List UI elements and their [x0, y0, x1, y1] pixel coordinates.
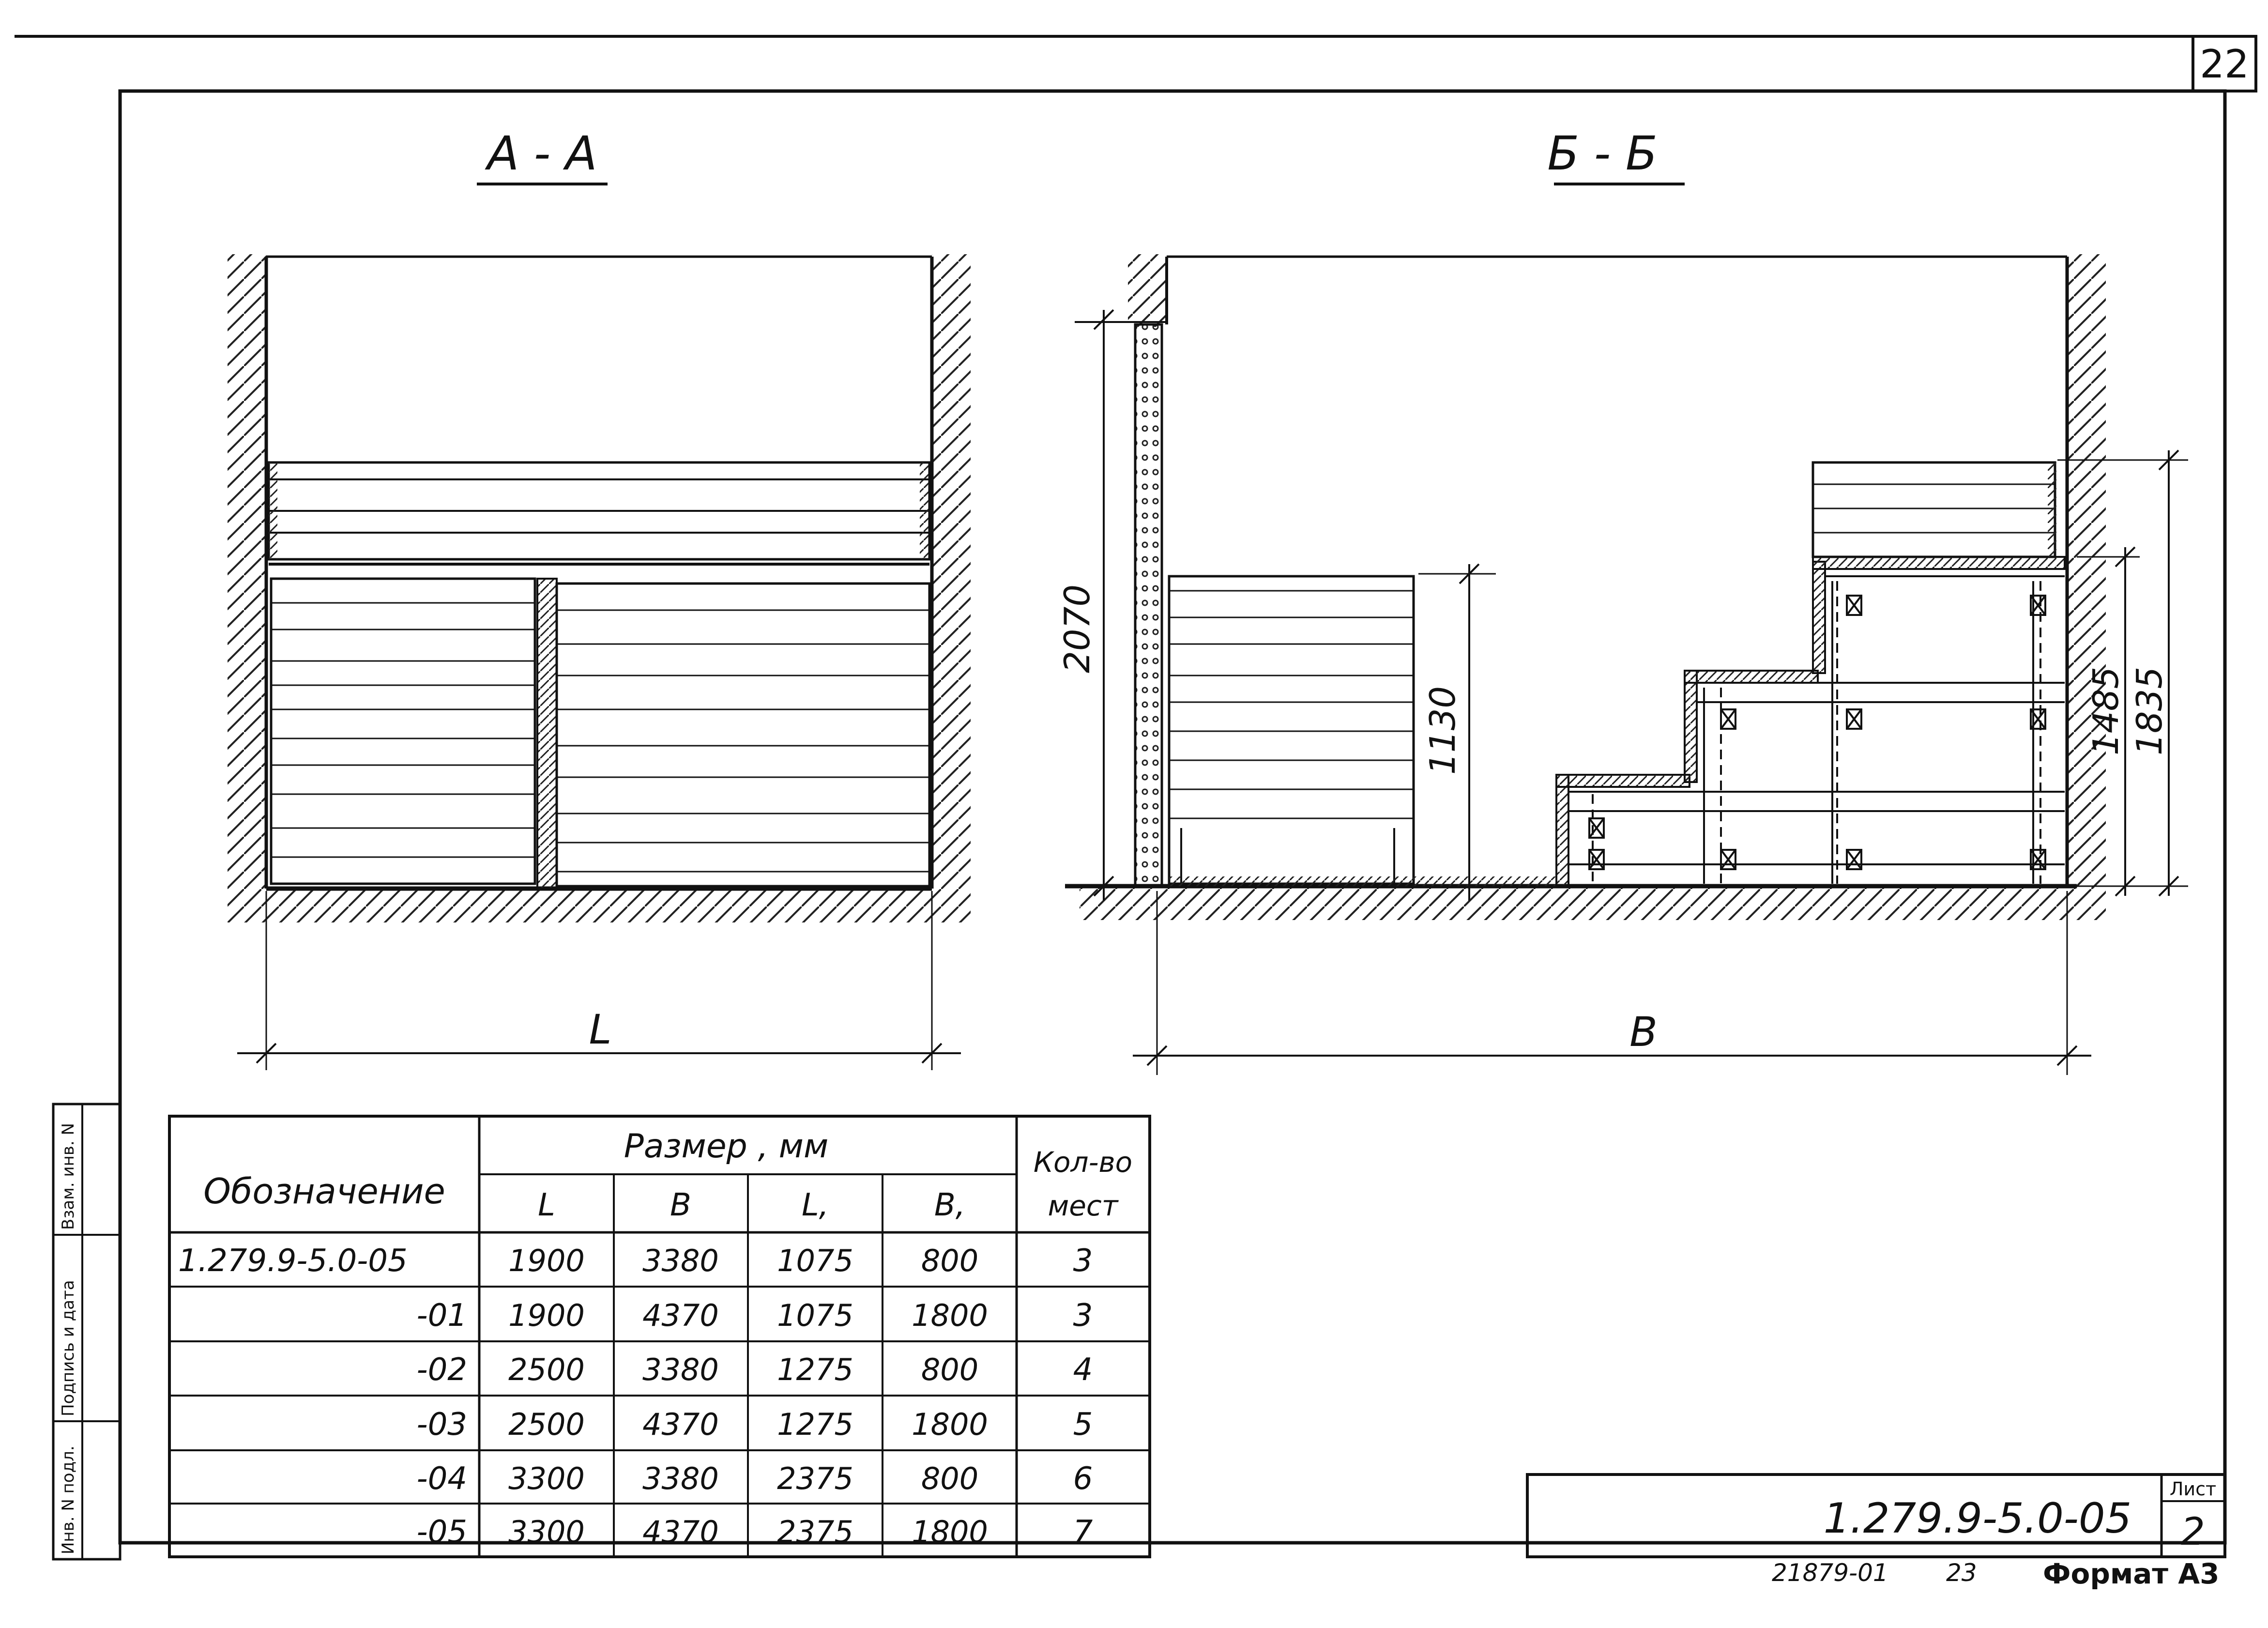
table-cell-B: 3380: [642, 1243, 719, 1278]
stamp-inv-podl: Инв. N подл.: [59, 1445, 78, 1554]
table-cell-qty: 7: [1073, 1514, 1093, 1550]
table-cell-L: 1900: [508, 1298, 585, 1333]
table-row-designation: 1.279.9-5.0-05: [178, 1243, 408, 1279]
table-header-size-group: Размер , мм: [624, 1127, 829, 1166]
table-cell-L: 2500: [508, 1352, 585, 1387]
dim-label-1130: 1130: [1422, 686, 1463, 775]
table-header-B1: B,: [934, 1187, 965, 1223]
table-cell-L1: 1275: [777, 1352, 853, 1387]
table-cell-L: 3300: [508, 1461, 585, 1496]
view-a-a: [228, 254, 971, 1070]
table-cell-B: 4370: [642, 1298, 719, 1333]
table-cell-L1: 1075: [777, 1298, 853, 1333]
view-a-a-title: А - А: [484, 126, 597, 181]
table-row-designation: -03: [416, 1407, 467, 1443]
table-cell-L1: 1275: [777, 1407, 853, 1442]
dim-label-B: B: [1629, 1008, 1658, 1056]
table-cell-B: 4370: [642, 1514, 719, 1550]
sheet-number-top: 22: [2200, 42, 2249, 87]
sheet-frame: [15, 35, 2257, 1545]
table-header-qty-line1: Кол-во: [1034, 1146, 1132, 1179]
table-cell-B: 4370: [642, 1407, 719, 1442]
table-cell-qty: 3: [1073, 1243, 1093, 1279]
table-cell-qty: 3: [1073, 1298, 1093, 1334]
table-header-designation: Обозначение: [203, 1171, 445, 1212]
table-cell-B1: 800: [921, 1243, 978, 1278]
table-cell-B1: 1800: [912, 1407, 988, 1442]
table-cell-qty: 4: [1073, 1352, 1093, 1388]
table-header-L1: L,: [802, 1187, 829, 1223]
table-cell-L1: 2375: [777, 1514, 853, 1550]
side-stamp: [52, 1103, 122, 1561]
view-b-b-title: Б - Б: [1547, 126, 1657, 181]
table-row-designation: -05: [416, 1514, 467, 1550]
view-b-b: [1065, 254, 2188, 1075]
table-cell-B1: 800: [921, 1461, 978, 1496]
title-block-sheet-value: 2: [2181, 1510, 2205, 1554]
table-row-designation: -01: [416, 1298, 467, 1334]
table-cell-B1: 1800: [912, 1514, 988, 1550]
table-cell-qty: 6: [1073, 1461, 1093, 1497]
table-cell-L: 3300: [508, 1514, 585, 1550]
table-header-qty-line2: мест: [1048, 1189, 1119, 1222]
dim-label-1485: 1485: [2085, 667, 2126, 755]
table-cell-B: 3380: [642, 1352, 719, 1387]
table-header-L: L: [538, 1187, 555, 1223]
footer-format: Формат А3: [2043, 1557, 2219, 1590]
table-cell-L: 1900: [508, 1243, 585, 1278]
table-cell-B1: 1800: [912, 1298, 988, 1333]
title-block: [1526, 1473, 2226, 1558]
title-block-code: 1.279.9-5.0-05: [1824, 1494, 2132, 1543]
title-block-sheet-label: Лист: [2170, 1478, 2216, 1500]
dim-label-L: L: [589, 1006, 612, 1053]
table-cell-L1: 2375: [777, 1461, 853, 1496]
table-cell-qty: 5: [1073, 1407, 1093, 1443]
table-cell-L: 2500: [508, 1407, 585, 1442]
footer-archive-number: 21879-01: [1772, 1559, 1888, 1587]
size-table: [168, 1115, 1151, 1558]
dim-label-2070: 2070: [1057, 584, 1097, 673]
table-cell-B1: 800: [921, 1352, 978, 1387]
stamp-podpis-data: Подпись и дата: [59, 1280, 78, 1416]
stamp-vzam-inv: Взам. инв. N: [59, 1123, 78, 1230]
table-cell-B: 3380: [642, 1461, 719, 1496]
dim-label-1835: 1835: [2129, 667, 2170, 755]
table-row-designation: -02: [416, 1352, 467, 1388]
footer-archive-suffix: 23: [1946, 1559, 1977, 1587]
table-header-B: B: [670, 1187, 691, 1223]
table-cell-L1: 1075: [777, 1243, 853, 1278]
table-row-designation: -04: [416, 1461, 467, 1497]
